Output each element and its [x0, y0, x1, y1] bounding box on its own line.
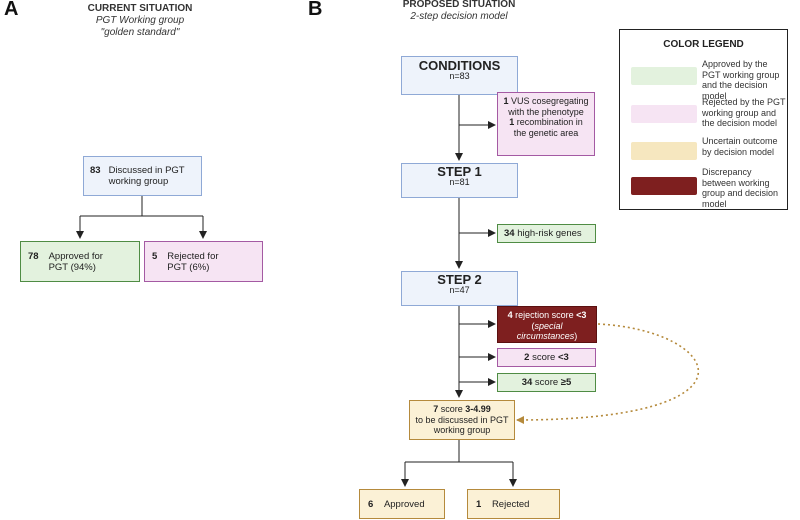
- a-rejected-count: 5: [152, 251, 158, 262]
- rejection-italic: special circumstances: [516, 320, 575, 342]
- excl-text-1: VUS cosegregating with the phenotype: [508, 96, 589, 117]
- score-lt3-text: score: [532, 352, 556, 363]
- rejection-paren-close: ): [574, 331, 578, 341]
- b-rejected-count: 1: [476, 499, 482, 510]
- legend-swatch-discrepancy: [631, 177, 697, 195]
- a-approved-count: 78: [28, 251, 39, 262]
- high-risk-label: high-risk genes: [517, 228, 582, 239]
- score-lt3-count: 2: [524, 352, 530, 363]
- step1-box: STEP 1 n=81: [401, 163, 518, 198]
- color-legend: COLOR LEGEND Approved by the PGT working…: [619, 29, 788, 210]
- a-approved-label: Approved for PGT (94%): [48, 251, 103, 273]
- discuss-count: 7: [433, 404, 439, 414]
- score-ge5-text: score: [534, 377, 559, 388]
- legend-swatch-approved: [631, 67, 697, 85]
- a-rejected-label: Rejected for PGT (6%): [167, 251, 219, 273]
- high-risk-box: 34 high-risk genes: [497, 224, 596, 243]
- legend-title: COLOR LEGEND: [663, 39, 744, 50]
- discuss-text: score: [440, 404, 463, 414]
- high-risk-count: 34: [504, 228, 515, 239]
- panel-a-subtitle-2: "golden standard": [100, 27, 180, 38]
- discuss-box: 7 score 3-4.99 to be discussed in PGT wo…: [409, 400, 515, 440]
- b-approved-box: 6 Approved: [359, 489, 445, 519]
- step2-n: n=47: [449, 285, 470, 295]
- legend-text-rejected: Rejected by the PGT working group and th…: [702, 97, 786, 128]
- rejection-bold: <3: [576, 310, 587, 320]
- panel-a-title: CURRENT SITUATION: [87, 3, 193, 14]
- a-discussed-box: 83 Discussed in PGT working group: [83, 156, 202, 196]
- legend-text-uncertain: Uncertain outcome by decision model: [702, 136, 778, 157]
- a-rejected-box: 5 Rejected for PGT (6%): [144, 241, 263, 282]
- rejection-discrepancy-box: 4 rejection score <3 (special circumstan…: [497, 306, 597, 343]
- step1-title: STEP 1: [437, 164, 482, 179]
- b-approved-label: Approved: [383, 499, 425, 510]
- step1-n: n=81: [449, 177, 470, 187]
- score-lt3-box: 2 score <3: [497, 348, 596, 367]
- legend-swatch-rejected: [631, 105, 697, 123]
- b-rejected-label: Rejected: [491, 499, 530, 510]
- a-approved-box: 78 Approved for PGT (94%): [20, 241, 140, 282]
- step2-title: STEP 2: [437, 272, 482, 287]
- discuss-bold: 3-4.99: [465, 404, 491, 414]
- discuss-line2: to be discussed in PGT working group: [415, 414, 509, 436]
- score-ge5-count: 34: [521, 377, 533, 388]
- b-rejected-box: 1 Rejected: [467, 489, 560, 519]
- a-discussed-label: Discussed in PGT working group: [108, 165, 185, 187]
- score-ge5-bold: ≥5: [560, 377, 572, 388]
- discrepancy-dotted-arrow: [516, 323, 699, 424]
- panel-b-letter: B: [308, 0, 323, 20]
- conditions-box: CONDITIONS n=83: [401, 56, 518, 95]
- rejection-paren-open: (: [531, 320, 535, 331]
- exclusions-box: 1 VUS cosegregating with the phenotype 1…: [497, 92, 595, 156]
- excl-count-1: 1: [503, 96, 509, 106]
- legend-text-discrepancy: Discrepancy between working group and de…: [702, 167, 779, 209]
- rejection-text: rejection score: [515, 310, 574, 320]
- score-ge5-box: 34 score ≥5: [497, 373, 596, 392]
- legend-text-approved: Approved by the PGT working group and th…: [702, 59, 780, 101]
- legend-swatch-uncertain: [631, 142, 697, 160]
- panel-a-letter: A: [4, 0, 19, 20]
- excl-text-2: recombination in the genetic area: [513, 117, 583, 138]
- excl-count-2: 1: [509, 117, 515, 127]
- panel-b-subtitle: 2-step decision model: [410, 11, 508, 22]
- rejection-count: 4: [507, 310, 513, 320]
- conditions-title: CONDITIONS: [418, 58, 501, 73]
- a-discussed-count: 83: [90, 165, 101, 176]
- score-lt3-bold: <3: [557, 352, 569, 363]
- b-approved-count: 6: [368, 499, 374, 510]
- conditions-n: n=83: [449, 71, 470, 81]
- panel-b-title: PROPOSED SITUATION: [402, 0, 516, 10]
- step2-box: STEP 2 n=47: [401, 271, 518, 306]
- panel-a-subtitle-1: PGT Working group: [95, 15, 185, 26]
